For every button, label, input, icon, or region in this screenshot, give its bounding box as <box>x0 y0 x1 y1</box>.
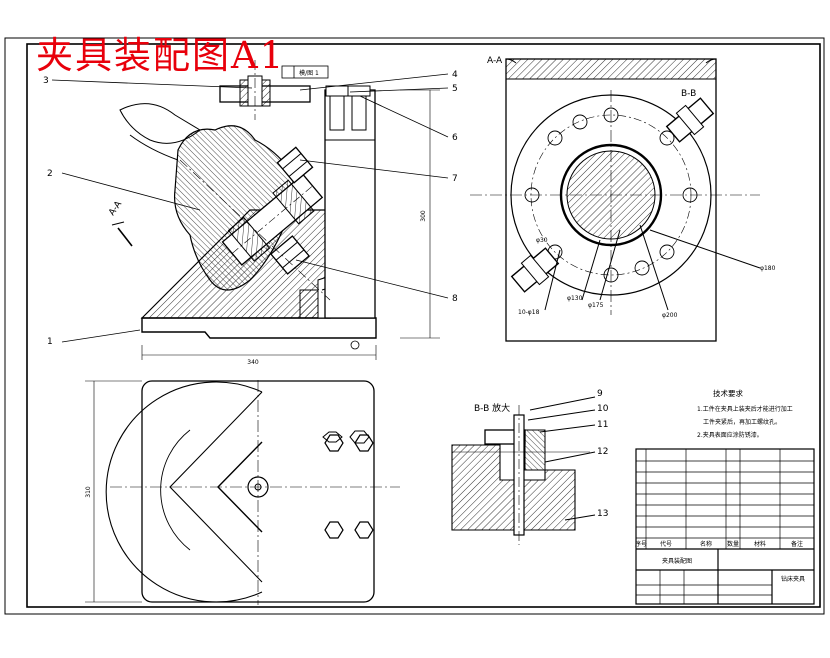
dim-width-main: 340 <box>247 359 259 366</box>
callout-8: 8 <box>452 294 458 304</box>
front-view <box>111 60 440 360</box>
tech-req-heading: 技术要求 <box>713 388 743 398</box>
tech-req-line-3: 2.夹具表面应涂防锈漆。 <box>697 431 763 439</box>
callout-6: 6 <box>452 133 458 143</box>
callout-1: 1 <box>47 337 53 347</box>
dim-circle-a: φ30 <box>536 237 548 244</box>
callout-5: 5 <box>452 84 458 94</box>
dim-circle-c: φ175 <box>588 302 604 309</box>
callout-7: 7 <box>452 174 458 184</box>
dim-holes: 10-φ18 <box>518 309 540 316</box>
title-block-drawing-name: 钻床夹具 <box>781 575 805 583</box>
tech-req-line-2: 工件夹紧后，再加工螺纹孔。 <box>703 418 781 426</box>
header-material: 材料 <box>754 540 766 548</box>
callout-10: 10 <box>597 404 609 414</box>
title-block-unit: 夹具装配图 <box>662 557 692 565</box>
leader-lines <box>51 73 449 343</box>
drawing-title: 夹具装配图A1 <box>36 34 286 77</box>
header-name: 名称 <box>700 540 712 548</box>
callout-9: 9 <box>597 389 603 399</box>
header-no: 序号 <box>635 540 647 548</box>
bb-detail-view <box>451 396 596 545</box>
section-label-bb-detail: B-B 放大 <box>474 402 510 414</box>
plan-view <box>85 380 400 605</box>
callout-13: 13 <box>597 509 608 519</box>
section-label-bb: B-B <box>681 89 696 99</box>
callout-4: 4 <box>452 70 458 80</box>
dim-circle-e: φ180 <box>760 265 776 272</box>
section-label-aa-side: A-A <box>107 199 124 218</box>
dim-circle-d: φ200 <box>662 312 678 319</box>
parts-list-header: 序号 代号 名称 数量 材料 备注 <box>635 540 803 548</box>
small-box-text: 模/图 1 <box>299 69 319 77</box>
outer-border <box>4 37 825 615</box>
header-qty: 数量 <box>727 540 739 548</box>
tech-req-line-1: 1.工件在夹具上装夹后才能进行加工 <box>697 405 793 413</box>
title-symbol-box: 模/图 1 <box>281 65 329 79</box>
section-label-aa: A-A <box>487 56 503 66</box>
callout-12: 12 <box>597 447 608 457</box>
aa-section-view <box>470 58 761 342</box>
dim-height-main: 300 <box>420 210 427 222</box>
inner-border <box>26 43 821 608</box>
dim-height-plan: 310 <box>85 486 92 498</box>
callout-3: 3 <box>43 76 49 86</box>
callout-2: 2 <box>47 169 53 179</box>
dim-circle-b: φ130 <box>567 295 583 302</box>
parts-list <box>635 448 815 605</box>
header-remark: 备注 <box>791 540 803 548</box>
header-code: 代号 <box>660 540 672 548</box>
callout-11: 11 <box>597 420 608 430</box>
